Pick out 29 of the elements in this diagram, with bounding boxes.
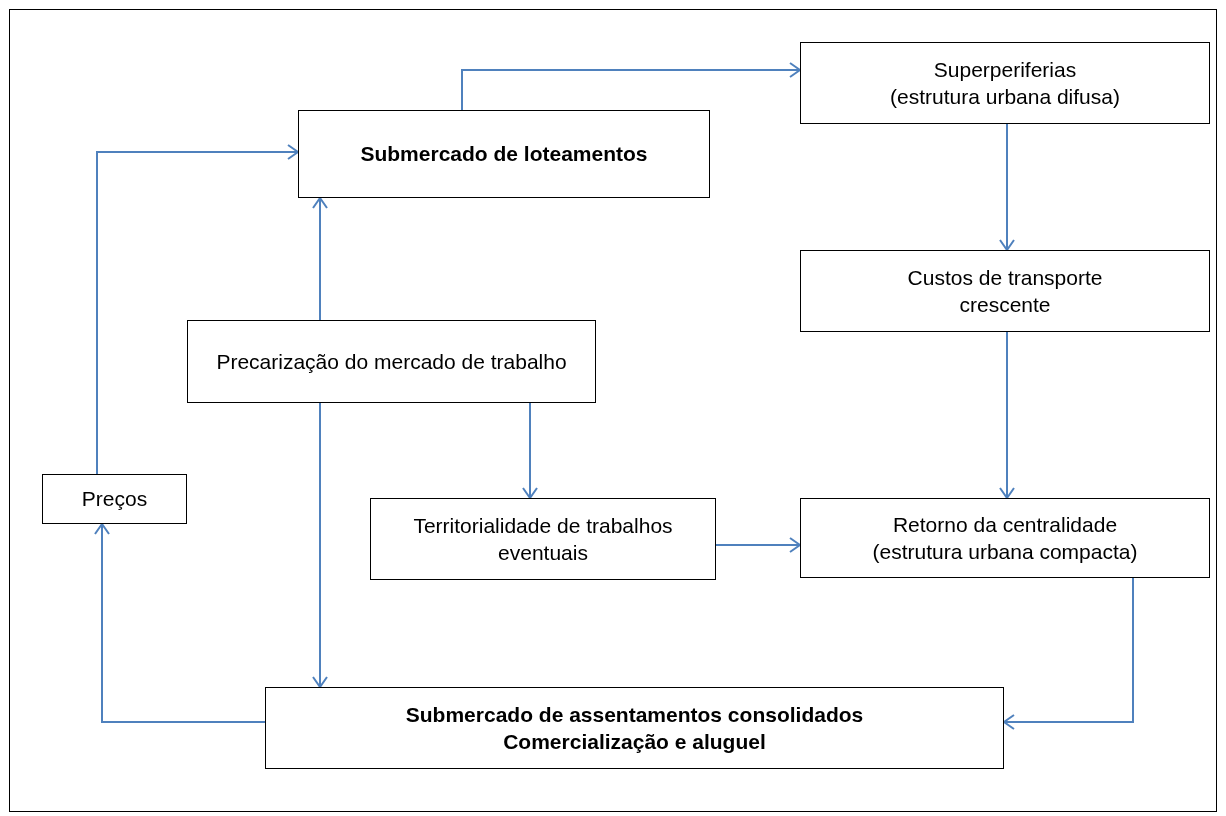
node-text: Custos de transporte crescente	[906, 264, 1104, 318]
process-box	[265, 687, 1004, 769]
process-box	[42, 474, 187, 524]
arrow	[94, 523, 266, 723]
process-box	[800, 250, 1210, 332]
arrow	[461, 62, 801, 111]
node-text: Preços	[81, 486, 148, 513]
process-box	[298, 110, 710, 198]
arrow	[522, 402, 538, 499]
arrow	[312, 197, 328, 321]
process-box	[187, 320, 596, 403]
node-text: Submercado de assentamentos consolidados	[405, 701, 864, 728]
node-text: (estrutura urbana compacta)	[872, 539, 1138, 565]
arrow	[96, 144, 299, 475]
process-box	[370, 498, 716, 580]
arrow	[312, 402, 328, 688]
process-box	[800, 42, 1210, 124]
process-box	[800, 498, 1210, 578]
node-text: Comercialização e aluguel	[503, 729, 766, 755]
arrow	[999, 123, 1015, 251]
node-text: Submercado de loteamentos	[360, 141, 648, 168]
node-text: Superperiferias	[933, 56, 1077, 83]
node-text: Territorialidade de trabalhos eventuais	[412, 512, 674, 566]
arrow	[1003, 577, 1134, 730]
node-text: Retorno da centralidade	[892, 511, 1118, 538]
arrow	[715, 537, 801, 553]
node-text: (estrutura urbana difusa)	[890, 84, 1120, 110]
arrow	[999, 331, 1015, 499]
node-text: Precarização do mercado de trabalho	[216, 348, 567, 375]
